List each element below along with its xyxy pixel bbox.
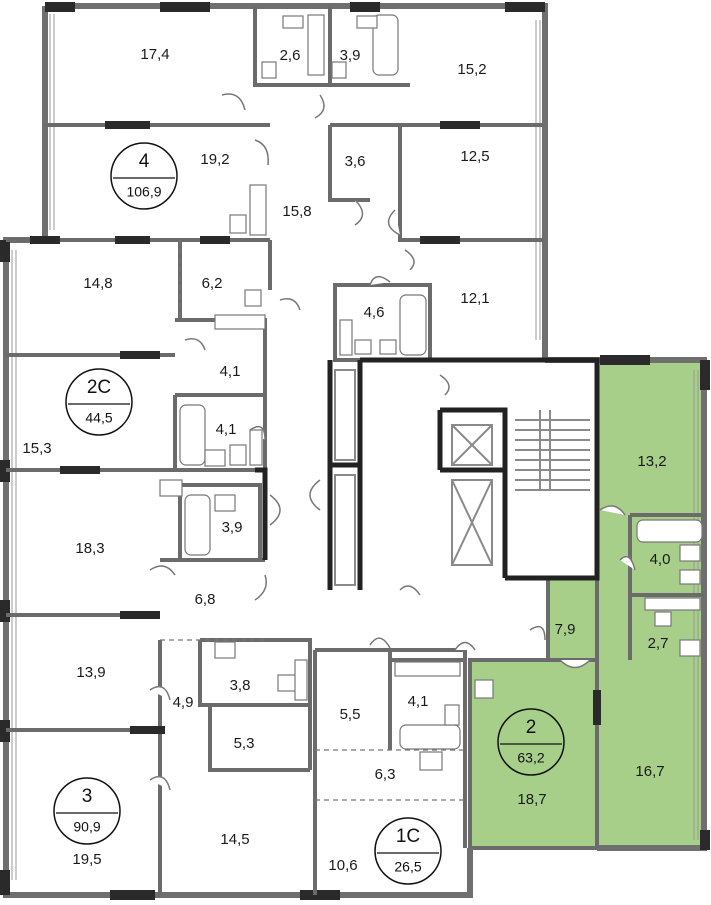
room-area-label: 15,2 bbox=[457, 61, 486, 78]
room-area-label: 4,1 bbox=[216, 421, 237, 438]
room-area-label: 4,9 bbox=[173, 694, 194, 711]
room-area-label: 4,6 bbox=[364, 304, 385, 321]
room-area-label: 7,9 bbox=[555, 621, 576, 638]
apartment-badge-4[interactable]: 4 106,9 bbox=[110, 142, 178, 210]
apartment-badge-3[interactable]: 3 90,9 bbox=[53, 777, 121, 845]
apartment-number: 3 bbox=[82, 786, 93, 807]
room-area-label: 18,7 bbox=[517, 791, 546, 808]
apartment-number: 1С bbox=[396, 826, 420, 847]
room-area-label: 19,2 bbox=[200, 151, 229, 168]
room-area-label: 14,5 bbox=[220, 831, 249, 848]
room-area-label: 6,2 bbox=[202, 275, 223, 292]
apartment-badge-2[interactable]: 2 63,2 bbox=[497, 708, 565, 776]
room-area-label: 4,1 bbox=[220, 363, 241, 380]
apartment-number: 2 bbox=[526, 717, 537, 738]
apartment-area: 26,5 bbox=[394, 859, 421, 875]
room-area-label: 4,0 bbox=[650, 551, 671, 568]
staircase bbox=[515, 410, 590, 491]
room-area-label: 3,8 bbox=[230, 677, 251, 694]
apartment-badge-2c[interactable]: 2С 44,5 bbox=[65, 368, 133, 436]
room-area-label: 5,3 bbox=[234, 735, 255, 752]
room-area-label: 16,7 bbox=[635, 763, 664, 780]
stair-elevator-core bbox=[255, 357, 600, 590]
apartment-area: 44,5 bbox=[85, 410, 112, 426]
interior-walls bbox=[6, 6, 704, 895]
room-area-label: 2,6 bbox=[280, 47, 301, 64]
room-area-label: 14,8 bbox=[83, 275, 112, 292]
room-area-label: 2,7 bbox=[648, 635, 669, 652]
room-area-label: 6,8 bbox=[195, 591, 216, 608]
apartment-number: 2С bbox=[87, 377, 111, 398]
doors bbox=[149, 93, 636, 791]
apartment-area: 90,9 bbox=[73, 819, 100, 835]
apartment-number: 4 bbox=[139, 151, 150, 172]
room-area-label: 19,5 bbox=[72, 851, 101, 868]
room-area-label: 12,5 bbox=[460, 148, 489, 165]
room-area-label: 15,8 bbox=[282, 203, 311, 220]
room-area-label: 15,3 bbox=[22, 440, 51, 457]
room-area-label: 10,6 bbox=[328, 857, 357, 874]
room-area-label: 3,9 bbox=[340, 47, 361, 64]
room-area-label: 18,3 bbox=[75, 540, 104, 557]
apartment-area: 63,2 bbox=[517, 750, 544, 766]
apartment-badge-1c[interactable]: 1С 26,5 bbox=[374, 817, 442, 885]
room-area-label: 17,4 bbox=[140, 46, 169, 63]
room-area-label: 3,6 bbox=[345, 153, 366, 170]
room-area-label: 13,9 bbox=[76, 664, 105, 681]
bathroom-fixtures bbox=[159, 14, 703, 771]
room-area-label: 5,5 bbox=[340, 706, 361, 723]
room-labels: 17,4 2,6 3,9 15,2 19,2 3,6 12,5 15,8 14,… bbox=[22, 46, 670, 874]
room-area-label: 12,1 bbox=[460, 290, 489, 307]
room-area-label: 3,9 bbox=[222, 519, 243, 536]
apartment-area: 106,9 bbox=[126, 184, 161, 200]
room-area-label: 13,2 bbox=[637, 453, 666, 470]
room-area-label: 6,3 bbox=[375, 766, 396, 783]
room-area-label: 4,1 bbox=[408, 693, 429, 710]
